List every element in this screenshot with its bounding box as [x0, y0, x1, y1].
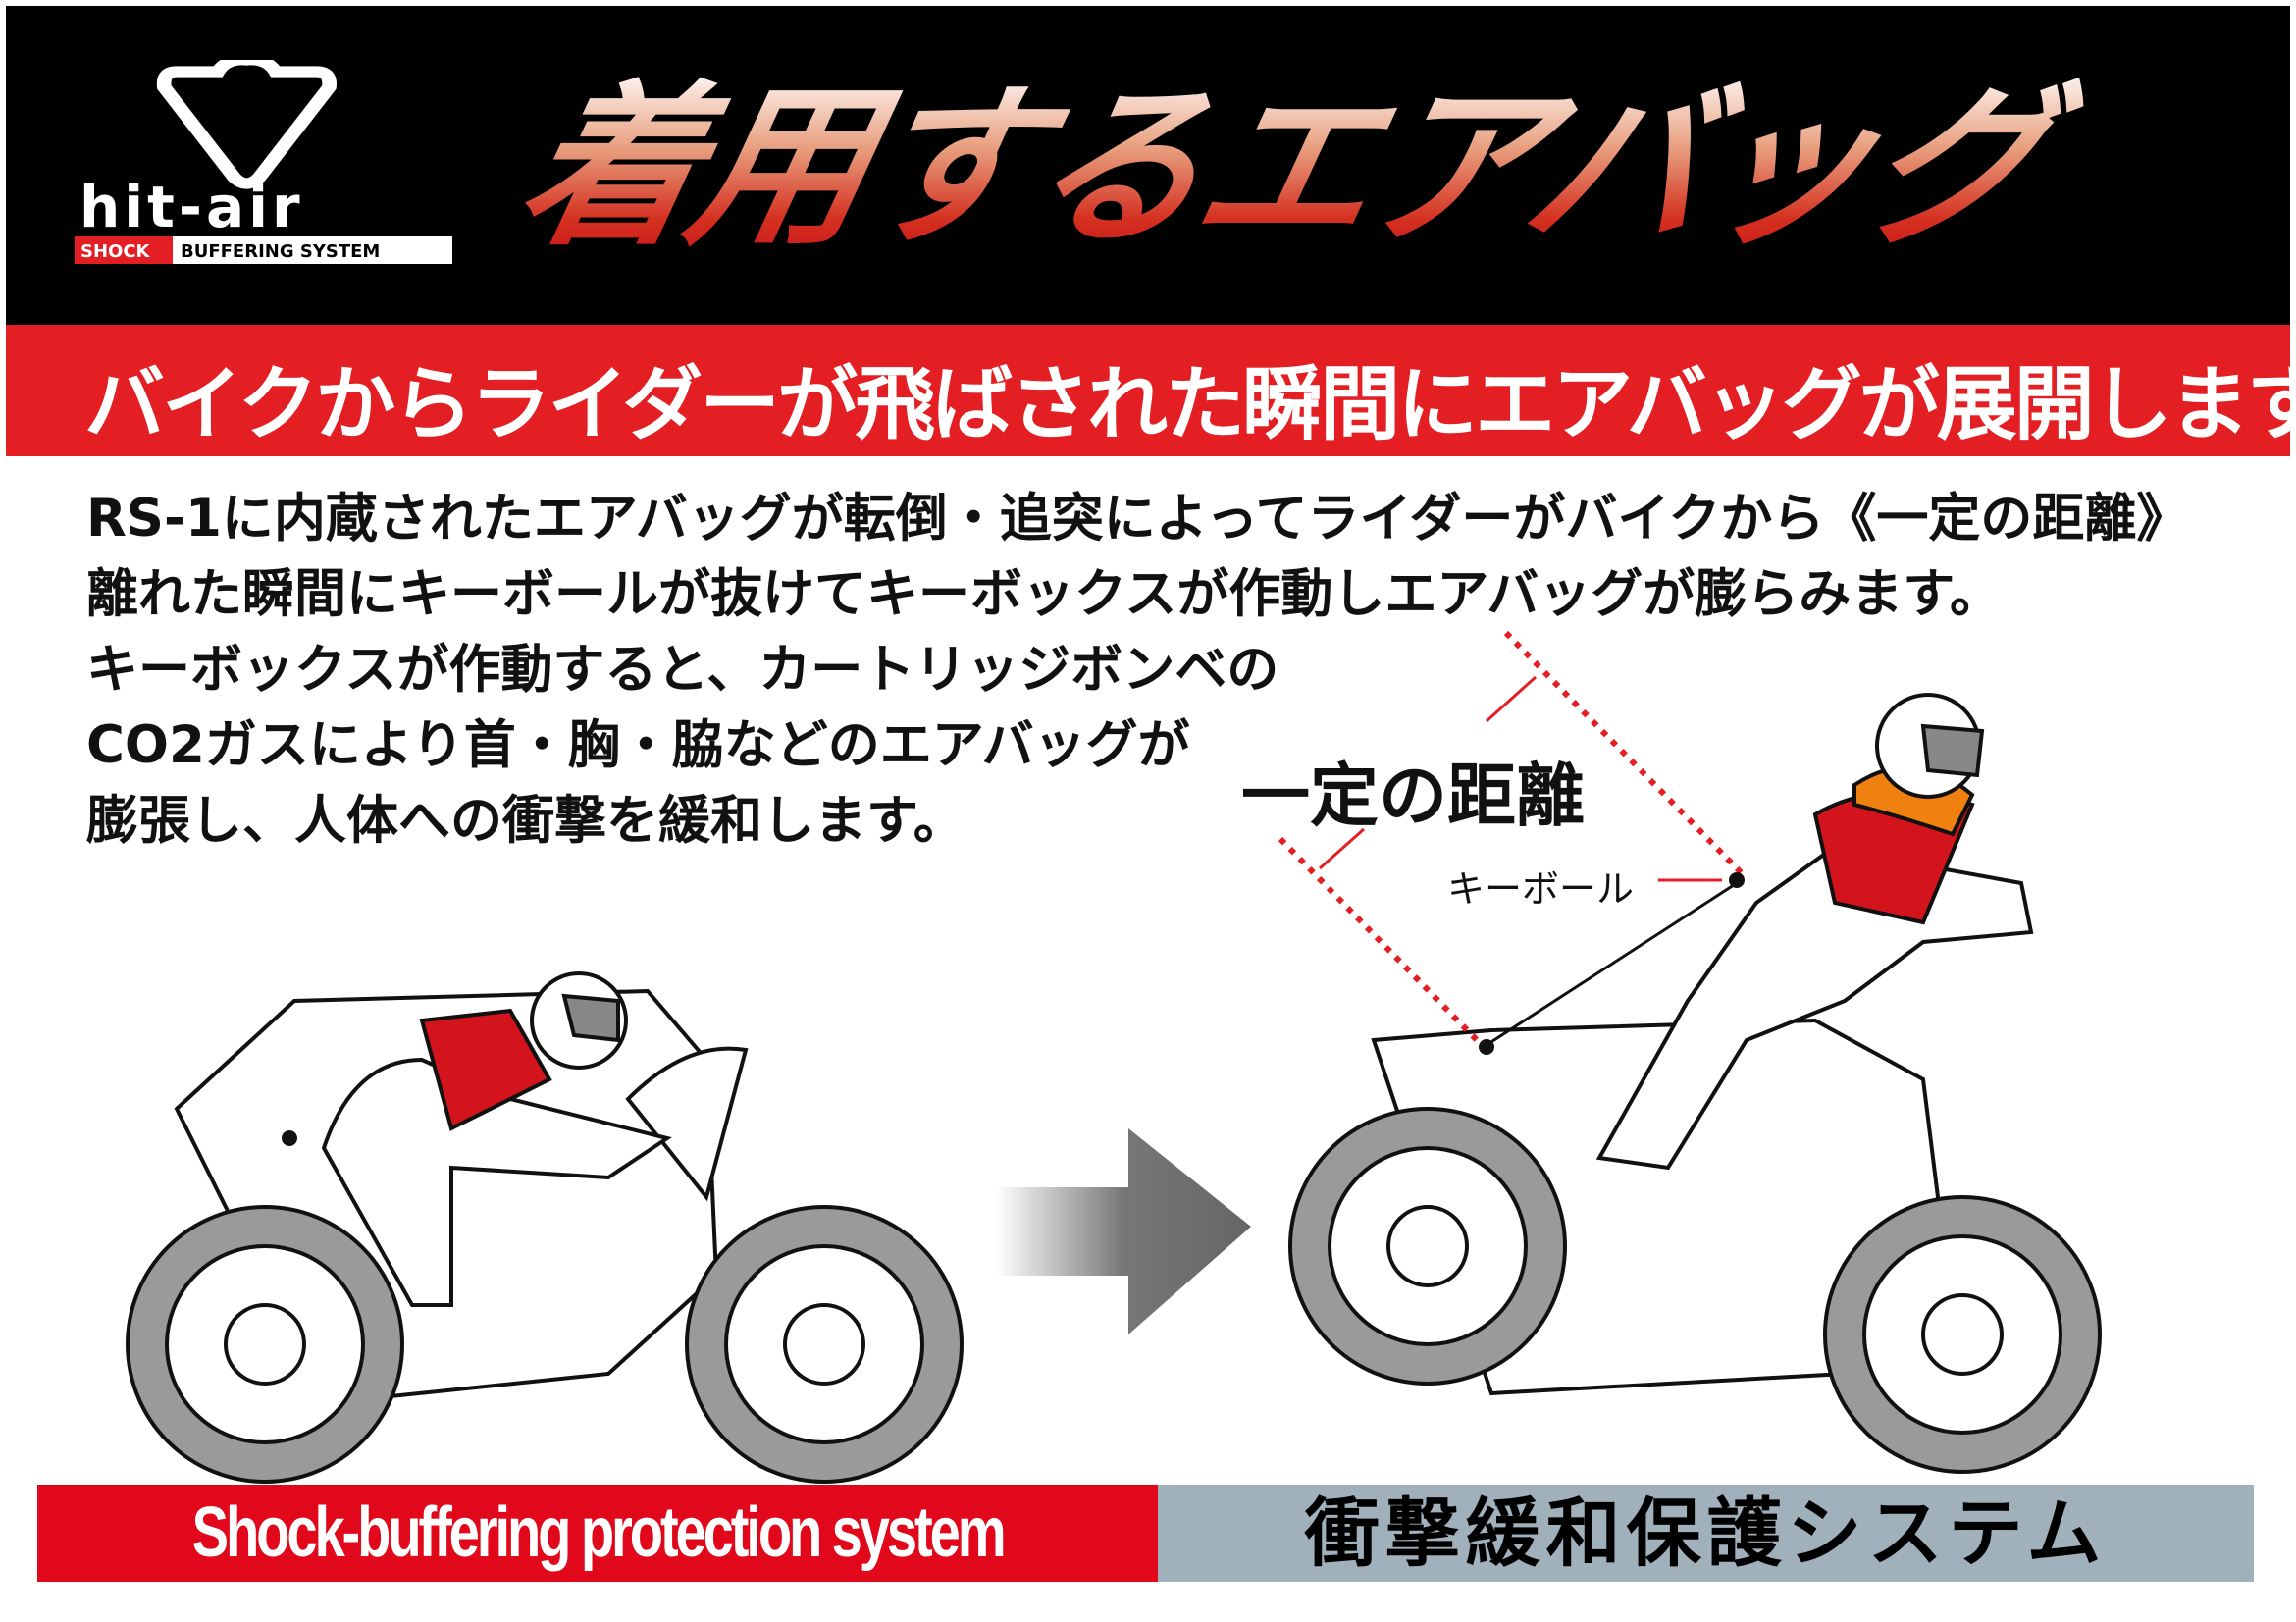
footer-english: Shock-buffering protection system	[37, 1485, 1158, 1582]
page-title: 着用するエアバッグ	[504, 65, 2275, 271]
description: RS-1に内蔵されたエアバッグが転倒・追突によってライダーがバイクから《一定の距…	[86, 481, 2188, 859]
motorcycle-riding-illustration	[126, 971, 964, 1484]
description-line: 膨張し、人体への衝撃を緩和します。	[86, 791, 965, 851]
description-line: CO2ガスにより首・胸・脇などのエアバッグが	[86, 715, 1190, 775]
footer-japanese: 衝撃緩和保護システム	[1158, 1485, 2254, 1582]
description-line: RS-1に内蔵されたエアバッグが転倒・追突によってライダーがバイクから《一定の距…	[86, 489, 2189, 549]
svg-text:BUFFERING SYSTEM: BUFFERING SYSTEM	[181, 241, 380, 262]
headline-text: バイクからライダーが飛ばされた瞬間にエアバッグが展開します	[84, 358, 2296, 451]
key-cord	[1486, 881, 1738, 1047]
arrow-icon	[996, 1128, 1251, 1334]
header: hit-air SHOCK BUFFERING SYSTEM 着用するエアバッグ	[6, 6, 2290, 325]
distance-lines	[1278, 630, 1745, 1048]
svg-text:hit-air: hit-air	[79, 174, 304, 240]
svg-text:SHOCK: SHOCK	[80, 241, 151, 262]
keyball-label: キーボール	[1447, 867, 1635, 911]
hit-air-logo: hit-air SHOCK BUFFERING SYSTEM	[75, 54, 457, 266]
description-line: キーボックスが作動すると、カートリッジボンベの	[86, 640, 1279, 700]
footer-english-text: Shock-buffering protection system	[191, 1493, 1007, 1572]
description-line: 離れた瞬間にキーボールが抜けてキーボックスが作動しエアバッグが膨らみます。	[86, 564, 2002, 624]
pointer-arrows	[1319, 675, 1722, 882]
headline-banner: バイクからライダーが飛ばされた瞬間にエアバッグが展開します	[6, 325, 2296, 456]
airbag-deployment-illustration	[126, 630, 2102, 1484]
motorcycle-deployed-illustration	[1288, 693, 2102, 1474]
distance-label: 一定の距離	[1241, 756, 1585, 836]
